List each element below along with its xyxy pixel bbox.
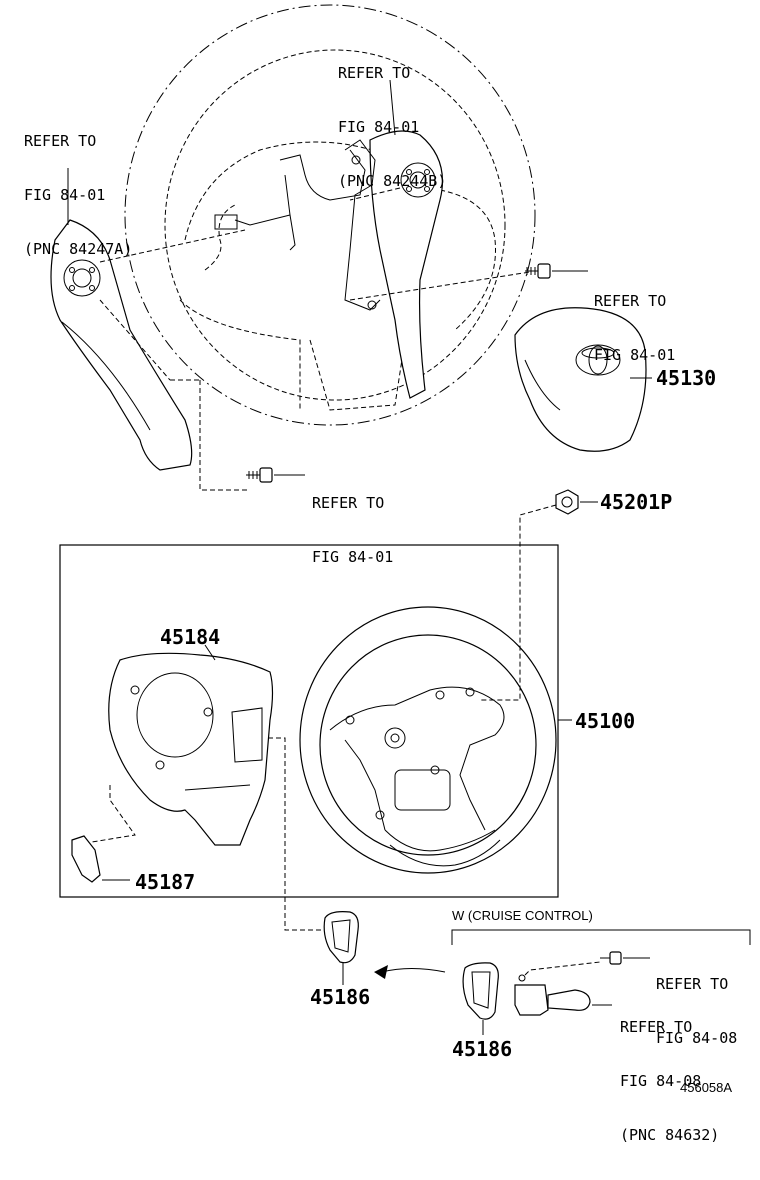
part-45100: 45100 [575,709,636,733]
left-switch-trim [50,168,193,471]
ref-top: REFER TO FIG 84-01 (PNC 84244B) [338,28,446,226]
ref-cruise-bolt-line2: FIG 84-08 [656,1029,738,1047]
ref-bolt-right: REFER TO FIG 84-01 [594,256,675,400]
lower-cover [108,644,274,846]
ref-bolt-bottom-line1: REFER TO [312,494,385,512]
diagram-drawing [50,4,751,1035]
wiring-harness [214,139,381,311]
diagram-id: 456058A [680,1080,733,1095]
bezel-45186-right [462,962,499,1035]
part-45186-left: 45186 [310,985,371,1009]
wheel-outline-top [124,4,536,426]
cruise-control-label: W (CRUISE CONTROL) [452,908,593,923]
ref-top-line1: REFER TO [338,64,411,82]
steering-wheel [299,606,572,874]
airbag-assembly [514,307,652,452]
bolt-right [525,263,588,279]
right-switch-trim [369,79,444,399]
ref-bolt-right-line1: REFER TO [594,292,667,310]
ref-top-line3: (PNC 84244B) [338,172,447,190]
ref-cruise-bolt: REFER TO FIG 84-08 [656,939,737,1083]
ref-cruise-switch-line1: REFER TO [620,1018,693,1036]
assembly-frame [59,544,559,898]
ref-left-line2: FIG 84-01 [24,186,106,204]
cruise-switch [514,961,612,1016]
bolt-bottom [246,467,305,483]
ref-left-line3: (PNC 84247A) [24,240,133,258]
ref-bolt-bottom-line2: FIG 84-01 [312,548,394,566]
small-cover-45187 [71,785,136,883]
part-45184: 45184 [160,625,221,649]
ref-cruise-switch-line3: (PNC 84632) [620,1126,720,1144]
bezel-45186-left [268,737,359,985]
cruise-bracket [451,929,751,945]
part-45130: 45130 [656,366,717,390]
cruise-bolt [600,951,650,965]
ref-left: REFER TO FIG 84-01 (PNC 84247A) [24,96,132,294]
nut-45201p [480,489,598,701]
steering-wheel-parts-diagram: REFER TO FIG 84-01 (PNC 84247A) REFER TO… [24,4,751,1144]
ref-cruise-bolt-line1: REFER TO [656,975,729,993]
part-45187: 45187 [135,870,196,894]
ref-bolt-right-line2: FIG 84-01 [594,346,676,364]
direction-arrow [374,965,446,979]
part-45186-right: 45186 [452,1037,513,1061]
part-45201p: 45201P [600,490,673,514]
ref-bolt-bottom: REFER TO FIG 84-01 [312,458,393,602]
ref-top-line2: FIG 84-01 [338,118,420,136]
ref-left-line1: REFER TO [24,132,97,150]
ref-cruise-switch-line2: FIG 84-08 [620,1072,702,1090]
